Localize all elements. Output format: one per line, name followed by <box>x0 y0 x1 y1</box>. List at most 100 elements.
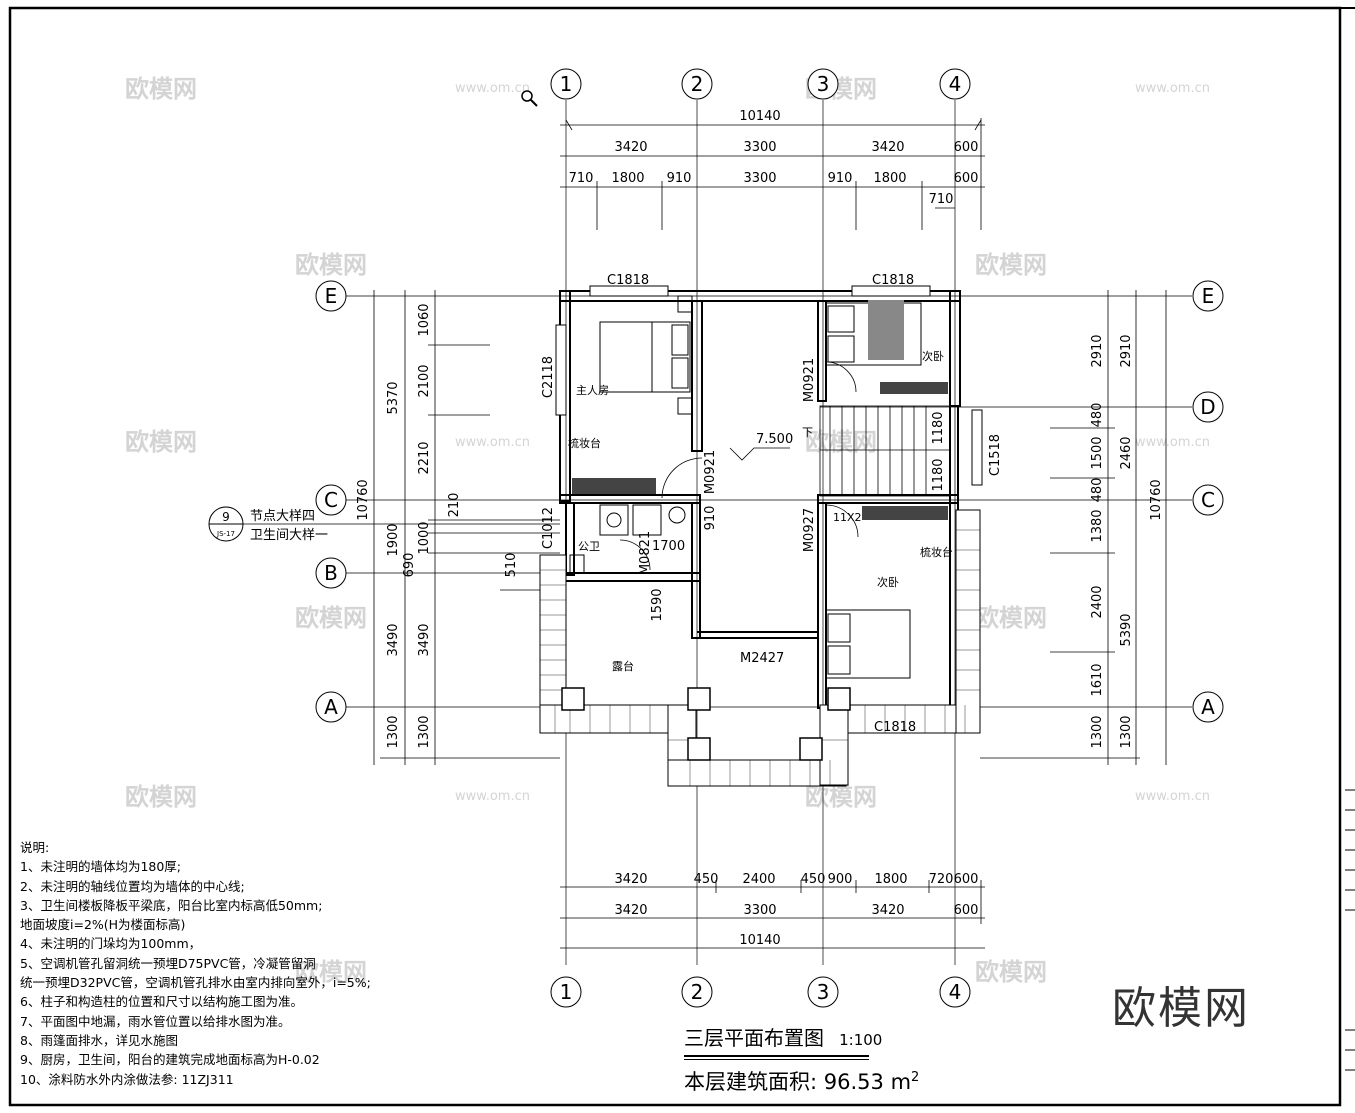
svg-text:A: A <box>324 695 338 719</box>
svg-text:1180: 1180 <box>931 411 946 444</box>
window-c1818-right <box>851 285 931 297</box>
svg-text:B: B <box>324 561 338 585</box>
floor-area-unit-sup: 2 <box>911 1070 920 1085</box>
opening-tags: C1818 C1818 C2118 C1518 C1012 C1818 M092… <box>541 273 1003 735</box>
svg-text:M0921: M0921 <box>802 358 817 402</box>
svg-text:5390: 5390 <box>1119 613 1134 646</box>
brand-logo: 欧模网 <box>1112 983 1250 1034</box>
svg-text:4: 4 <box>949 980 962 1004</box>
axis-bubble-E-right: E <box>1192 280 1224 312</box>
svg-text:卫生间大样一: 卫生间大样一 <box>250 528 328 543</box>
svg-text:480: 480 <box>1090 478 1105 503</box>
note-item: 10、涂料防水外内涂做法参: 11ZJ311 <box>20 1071 234 1087</box>
svg-text:910: 910 <box>703 506 718 531</box>
svg-text:10140: 10140 <box>739 109 780 124</box>
right-dimension-text: 2910 2460 5390 1300 10760 2910 480 1500 … <box>1090 334 1164 748</box>
wardrobe-hatches <box>572 300 948 520</box>
svg-text:710: 710 <box>569 171 594 186</box>
svg-text:1300: 1300 <box>417 715 432 748</box>
svg-text:E: E <box>325 284 338 308</box>
svg-text:欧模网: 欧模网 <box>125 75 197 103</box>
svg-text:3490: 3490 <box>417 623 432 656</box>
svg-text:3: 3 <box>817 980 830 1004</box>
svg-text:欧模网: 欧模网 <box>975 251 1047 279</box>
svg-text:1300: 1300 <box>386 715 401 748</box>
svg-text:7.500: 7.500 <box>756 432 793 447</box>
bottom-dimensions <box>560 880 985 949</box>
svg-text:欧模网: 欧模网 <box>295 604 367 632</box>
svg-text:1300: 1300 <box>1119 715 1134 748</box>
toilet-fixtures <box>569 504 686 574</box>
balcony-railing <box>539 509 981 787</box>
svg-text:10760: 10760 <box>1149 479 1164 520</box>
axis-bubble-E-left: E <box>315 280 347 312</box>
svg-text:910: 910 <box>667 171 692 186</box>
svg-text:1900: 1900 <box>386 523 401 556</box>
svg-text:1180: 1180 <box>931 458 946 491</box>
note-item: 9、厨房，卫生间，阳台的建筑完成地面标高为H-0.02 <box>20 1052 320 1068</box>
svg-text:2910: 2910 <box>1119 334 1134 367</box>
svg-text:C1818: C1818 <box>872 273 914 288</box>
axis-bubble-1-bottom: 1 <box>550 976 582 1008</box>
svg-text:1590: 1590 <box>650 588 665 621</box>
title-underline-thin <box>684 1059 869 1060</box>
svg-text:3420: 3420 <box>614 903 647 918</box>
window-c1818-left <box>589 285 669 297</box>
bed-third <box>825 609 911 679</box>
svg-text:450: 450 <box>801 872 826 887</box>
axis-bubble-A-right: A <box>1192 691 1224 723</box>
title-underline <box>684 1055 869 1057</box>
svg-text:公卫: 公卫 <box>578 540 600 553</box>
svg-text:9: 9 <box>222 510 230 524</box>
axis-bubble-3-bottom: 3 <box>807 976 839 1008</box>
axis-bubble-4-top: 4 <box>939 68 971 100</box>
doors <box>619 361 859 571</box>
note-item: 1、未注明的墙体均为180厚; <box>20 859 182 875</box>
svg-text:1700: 1700 <box>652 539 685 554</box>
svg-text:2910: 2910 <box>1090 334 1105 367</box>
svg-text:710: 710 <box>929 192 954 207</box>
svg-text:www.om.cn: www.om.cn <box>1135 435 1210 450</box>
sheet-border <box>8 6 1342 1107</box>
axis-bubble-1-top: 1 <box>550 68 582 100</box>
svg-text:C1518: C1518 <box>988 434 1003 476</box>
svg-text:3300: 3300 <box>743 171 776 186</box>
svg-text:1: 1 <box>560 980 573 1004</box>
svg-text:节点大样四: 节点大样四 <box>250 509 315 524</box>
svg-text:欧模网: 欧模网 <box>125 428 197 456</box>
svg-text:欧模网: 欧模网 <box>975 604 1047 632</box>
detail-callout: 9 JS-17 节点大样四 卫生间大样一 <box>208 506 560 543</box>
svg-text:600: 600 <box>954 872 979 887</box>
svg-text:600: 600 <box>954 903 979 918</box>
floor-area-unit: m <box>890 1070 912 1094</box>
drawing-scale: 1:100 <box>839 1031 883 1049</box>
svg-text:C: C <box>324 488 338 512</box>
svg-text:600: 600 <box>954 171 979 186</box>
svg-text:www.om.cn: www.om.cn <box>1135 81 1210 96</box>
note-item: 7、平面图中地漏，雨水管位置以给排水图为准。 <box>20 1013 291 1029</box>
svg-text:2210: 2210 <box>417 441 432 474</box>
svg-text:3420: 3420 <box>614 140 647 155</box>
left-dimensions <box>373 290 560 765</box>
axis-bubble-A-left: A <box>315 691 347 723</box>
svg-text:M0921: M0921 <box>703 450 718 494</box>
svg-text:JS-17: JS-17 <box>216 530 235 538</box>
svg-text:C2118: C2118 <box>541 356 556 398</box>
svg-text:1800: 1800 <box>611 171 644 186</box>
svg-text:11X2: 11X2 <box>833 511 862 524</box>
svg-text:欧模网: 欧模网 <box>975 958 1047 986</box>
svg-text:下: 下 <box>802 426 813 439</box>
svg-text:1060: 1060 <box>417 303 432 336</box>
svg-text:480: 480 <box>1090 403 1105 428</box>
svg-text:1800: 1800 <box>873 171 906 186</box>
axis-bubble-2-top: 2 <box>681 68 713 100</box>
axis-bubble-B-left: B <box>315 557 347 589</box>
svg-text:欧模网: 欧模网 <box>805 783 877 811</box>
magnifier-icon[interactable] <box>519 88 539 108</box>
svg-text:1500: 1500 <box>1090 436 1105 469</box>
floor-area-value: 96.53 <box>823 1070 884 1094</box>
svg-text:E: E <box>1202 284 1215 308</box>
columns <box>561 687 851 761</box>
level-marker <box>729 447 790 461</box>
